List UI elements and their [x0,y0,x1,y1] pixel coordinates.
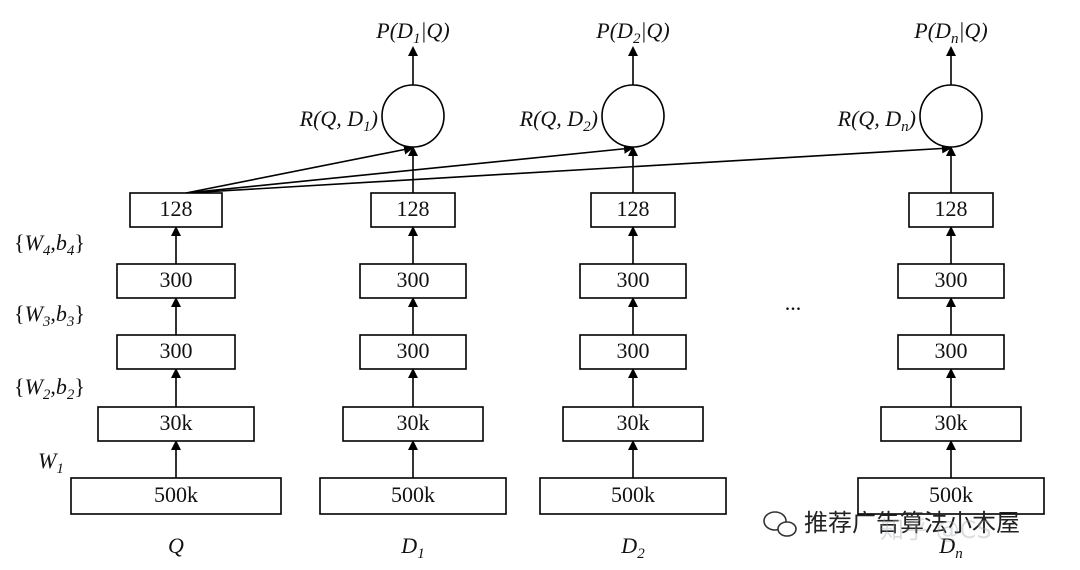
watermark-faint-text: 知乎 @CS [880,516,992,544]
layer-box-d2-4 [579,263,687,299]
layer-box-q-1 [70,477,282,515]
layer-label-d1-4: 300 [397,267,430,292]
layer-box-dn-4 [897,263,1005,299]
layer-label-q-2: 30k [160,410,193,435]
relevance-label-dn: R(Q, Dn) [837,106,916,135]
layer-label-d1-2: 30k [397,410,430,435]
layer-label-d1-5: 128 [397,196,430,221]
layer-box-d2-5 [590,192,676,228]
layer-box-d1-5 [370,192,456,228]
layer-label-d2-3: 300 [617,338,650,363]
nodes-layer [70,84,1045,515]
column-label-q: Q [168,533,184,558]
column-label-dn: Dn [938,533,962,562]
layer-box-q-5 [129,192,223,228]
wechat-icon-small-bubble [777,521,797,537]
layer-label-dn-3: 300 [935,338,968,363]
layer-box-d2-3 [579,334,687,370]
weight-label-3: {W3,b3} [14,301,85,330]
layer-box-dn-2 [880,406,1022,442]
relevance-label-d2: R(Q, D2) [519,106,598,135]
arrow-q-to-relevance-d2 [185,143,634,194]
wechat-icon [763,511,787,531]
watermark-text: 推荐广告算法小木屋 [804,509,1020,537]
layer-label-d2-4: 300 [617,267,650,292]
layer-box-dn-1 [857,477,1045,515]
column-label-d2: D2 [620,533,645,562]
layer-label-dn-1: 500k [929,482,973,507]
relevance-node-d2 [601,84,665,148]
layer-box-d1-2 [342,406,484,442]
layer-label-dn-4: 300 [935,267,968,292]
layer-label-d1-3: 300 [397,338,430,363]
layer-label-d1-1: 500k [391,482,435,507]
layer-label-q-1: 500k [154,482,198,507]
layer-box-d1-4 [359,263,467,299]
layer-label-q-3: 300 [160,338,193,363]
arrow-q-to-relevance-dn [185,143,952,194]
layer-label-q-4: 300 [160,267,193,292]
posterior-label-d1: P(D1|Q) [375,18,449,47]
edges-layer [171,46,956,478]
relevance-node-dn [919,84,983,148]
layer-box-dn-5 [908,192,994,228]
layer-box-d1-3 [359,334,467,370]
layer-box-d1-1 [319,477,507,515]
posterior-label-dn: P(Dn|Q) [913,18,987,47]
relevance-node-d1 [381,84,445,148]
ellipsis-label: ... [785,290,802,315]
layer-box-q-2 [97,406,255,442]
column-label-d1: D1 [400,533,424,562]
relevance-label-d1: R(Q, D1) [299,106,378,135]
layer-box-d2-2 [562,406,704,442]
weight-label-2: {W2,b2} [14,374,85,403]
layer-label-q-5: 128 [160,196,193,221]
layer-box-d2-1 [539,477,727,515]
layer-label-d2-2: 30k [617,410,650,435]
layer-box-q-4 [116,263,236,299]
posterior-label-d2: P(D2|Q) [595,18,669,47]
weight-label-1: W1 [38,448,64,477]
weight-label-4: {W4,b4} [14,230,85,259]
layer-label-dn-5: 128 [935,196,968,221]
layer-box-q-3 [116,334,236,370]
layer-label-d2-1: 500k [611,482,655,507]
layer-label-dn-2: 30k [935,410,968,435]
layer-label-d2-5: 128 [617,196,650,221]
arrow-q-to-relevance-d1 [185,144,414,194]
layer-box-dn-3 [897,334,1005,370]
